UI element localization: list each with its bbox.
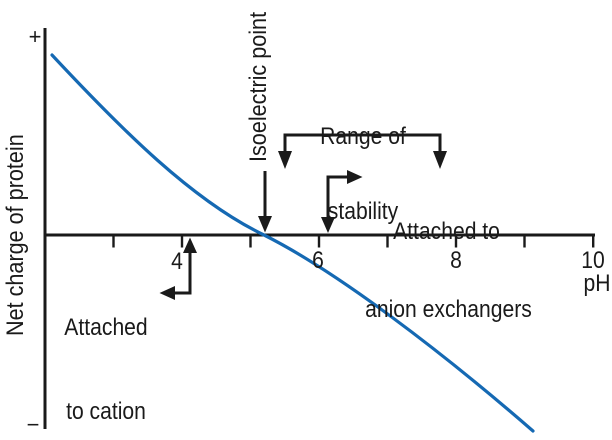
- isoelectric-arrow-icon: [258, 171, 272, 233]
- attached-anion-label: Attached to anion exchangers: [365, 218, 532, 323]
- isoelectric-point-label: Isoelectric point: [245, 11, 272, 163]
- x-axis-title: pH: [583, 270, 611, 297]
- range-of-stability-bracket-icon: [278, 133, 447, 169]
- attached-cation-label: Attached to cation exchangers: [64, 314, 148, 425]
- range-of-stability-label: Range of stability: [320, 123, 406, 225]
- x-tick-label-6: 6: [312, 247, 324, 274]
- x-tick-label-8: 8: [450, 247, 462, 274]
- x-axis-ticks: [112, 236, 595, 248]
- x-tick-label-4: 4: [171, 248, 183, 275]
- anion-elbow-arrow-icon: [321, 170, 363, 233]
- y-axis-title: Net charge of protein: [2, 134, 29, 336]
- cation-elbow-arrow-icon: [159, 237, 197, 300]
- x-tick-label-10: 10: [581, 247, 605, 274]
- y-axis-plus-symbol: +: [28, 24, 42, 49]
- net-charge-curve: [50, 53, 535, 433]
- y-axis-minus-symbol: −: [26, 412, 40, 437]
